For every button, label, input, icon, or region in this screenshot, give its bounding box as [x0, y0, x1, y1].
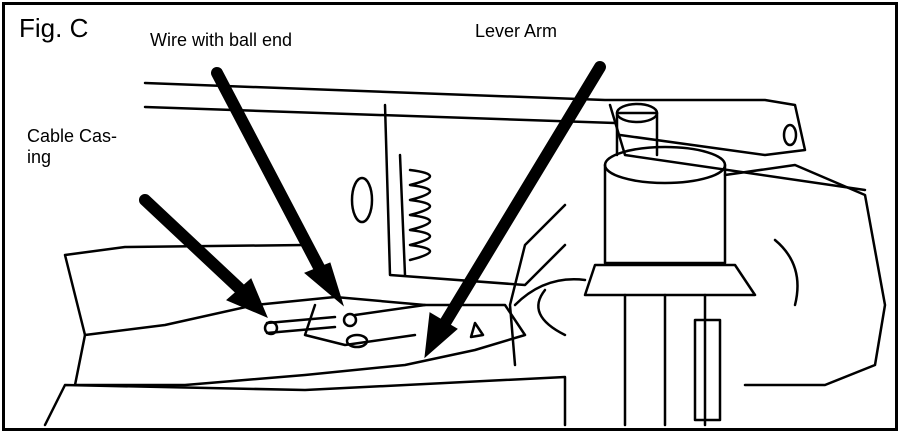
wire-callout-label: Wire with ball end [150, 30, 293, 50]
arrow-icon [139, 194, 247, 296]
arrow-icon [424, 312, 458, 359]
cable-casing-callout-label: Cable Cas- ing [27, 126, 118, 167]
arrow-icon [211, 67, 329, 281]
engine-illustration [43, 61, 887, 427]
arrow-icon [439, 61, 606, 329]
arrow-icon [226, 278, 268, 318]
arrow-icon [304, 262, 344, 307]
figure-label: Fig. C [19, 13, 89, 43]
lever-arm-callout-label: Lever Arm [475, 21, 558, 41]
